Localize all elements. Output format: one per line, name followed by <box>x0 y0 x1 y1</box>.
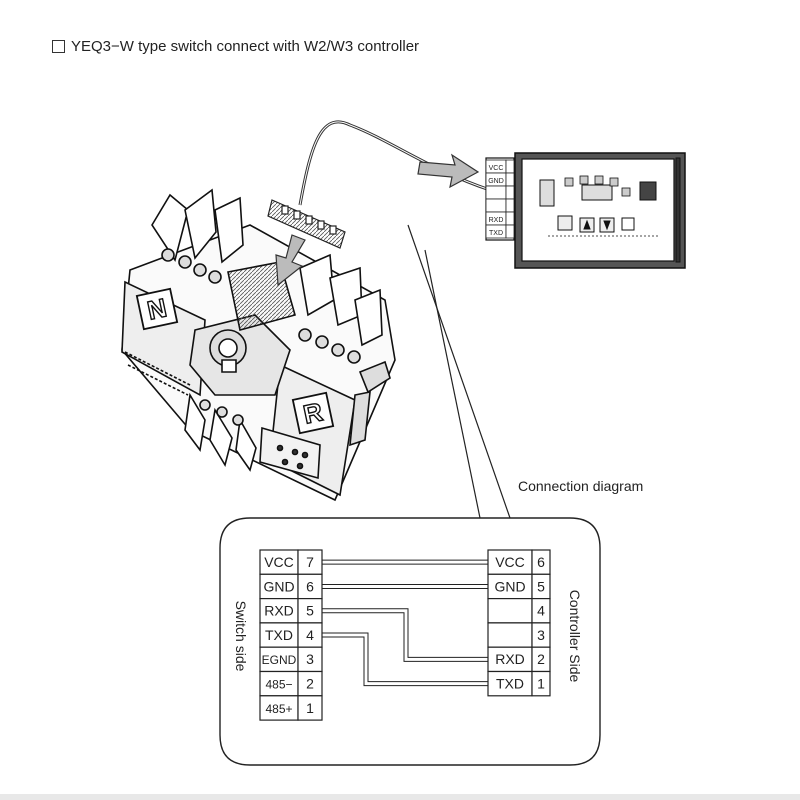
controller-terminal-label: TXD <box>489 230 503 237</box>
wire-rxd <box>322 608 488 662</box>
checkbox-icon <box>52 40 65 53</box>
controller-terminal-screw <box>505 159 515 174</box>
switch-signal-label: RXD <box>264 603 294 619</box>
switch-side-label: Switch side <box>233 601 249 672</box>
switch-signal-label: EGND <box>262 653 297 667</box>
controller-signal-label: RXD <box>495 651 525 667</box>
controller-terminal-screw <box>505 172 515 187</box>
switch-pin-number: 7 <box>306 554 314 570</box>
switch-pin-number: 4 <box>306 627 314 643</box>
controller-pin-number: 1 <box>537 676 545 692</box>
switch-signal-label: 485+ <box>265 702 292 716</box>
switch-signal-label: GND <box>263 578 294 594</box>
controller-terminal-screw <box>505 211 515 226</box>
insert-arrow-icon <box>275 234 306 287</box>
controller-pin-number: 2 <box>537 651 545 667</box>
ribbon-connector-plug <box>267 199 346 249</box>
switch-pin-number: 1 <box>306 700 314 716</box>
switch-pin-number: 3 <box>306 651 314 667</box>
controller-terminal-cell <box>485 185 507 200</box>
controller-signal-label: GND <box>494 578 525 594</box>
controller-terminal-label: GND <box>488 178 504 185</box>
switch-pin-row: GND 6 <box>259 573 323 600</box>
switch-pin-row: VCC 7 <box>259 549 323 575</box>
controller-pin-row: GND 5 <box>487 573 551 600</box>
switch-pin-number: 6 <box>306 578 314 594</box>
switch-pin-row: TXD 4 <box>259 622 323 648</box>
switch-pin-number: 2 <box>306 676 314 692</box>
switch-pin-row: EGND 3 <box>259 646 323 673</box>
controller-pin-row: 3 <box>487 622 551 648</box>
switch-pin-number: 5 <box>306 603 314 619</box>
wiring-lines <box>322 559 488 687</box>
switch-pin-row: 485+ 1 <box>259 695 323 721</box>
controller-side-label: Controller Side <box>567 590 583 683</box>
controller-terminal-strip: VCC GND RXD TXD <box>485 159 515 239</box>
bottom-divider <box>0 794 800 800</box>
connection-diagram-caption: Connection diagram <box>518 478 644 494</box>
controller-terminal-label: RXD <box>489 217 504 224</box>
controller-pin-row: 4 <box>487 597 551 624</box>
wire-txd <box>322 632 488 687</box>
controller-unit <box>485 152 686 269</box>
switch-signal-label: TXD <box>265 627 293 643</box>
controller-pin-row: VCC 6 <box>487 549 551 575</box>
switch-pin-row: RXD 5 <box>259 597 323 624</box>
controller-terminal-cell <box>485 198 507 213</box>
switch-signal-label: VCC <box>264 554 294 570</box>
controller-signal-label: VCC <box>495 554 525 570</box>
controller-pin-number: 3 <box>537 627 545 643</box>
transfer-switch <box>121 188 396 502</box>
controller-terminal-screw <box>505 185 515 200</box>
switch-pin-row: 485− 2 <box>259 670 323 697</box>
controller-pin-row: RXD 2 <box>487 646 551 673</box>
controller-terminal-screw <box>505 198 515 213</box>
title-text: YEQ3−W type switch connect with W2/W3 co… <box>71 38 420 55</box>
controller-terminal-label: VCC <box>489 165 504 172</box>
page-title: YEQ3−W type switch connect with W2/W3 co… <box>52 38 419 55</box>
controller-pin-row: TXD 1 <box>487 670 551 697</box>
wire-vcc <box>322 559 488 565</box>
switch-signal-label: 485− <box>265 678 292 692</box>
callout-line-right <box>407 224 511 519</box>
controller-pin-number: 5 <box>537 578 545 594</box>
callout-line-left <box>424 249 481 519</box>
controller-pin-number: 6 <box>537 554 545 570</box>
wire-gnd <box>322 583 488 589</box>
connect-arrow-icon <box>417 153 480 189</box>
controller-pin-number: 4 <box>537 603 545 619</box>
controller-signal-label: TXD <box>496 676 524 692</box>
controller-terminal-screw <box>505 224 515 239</box>
